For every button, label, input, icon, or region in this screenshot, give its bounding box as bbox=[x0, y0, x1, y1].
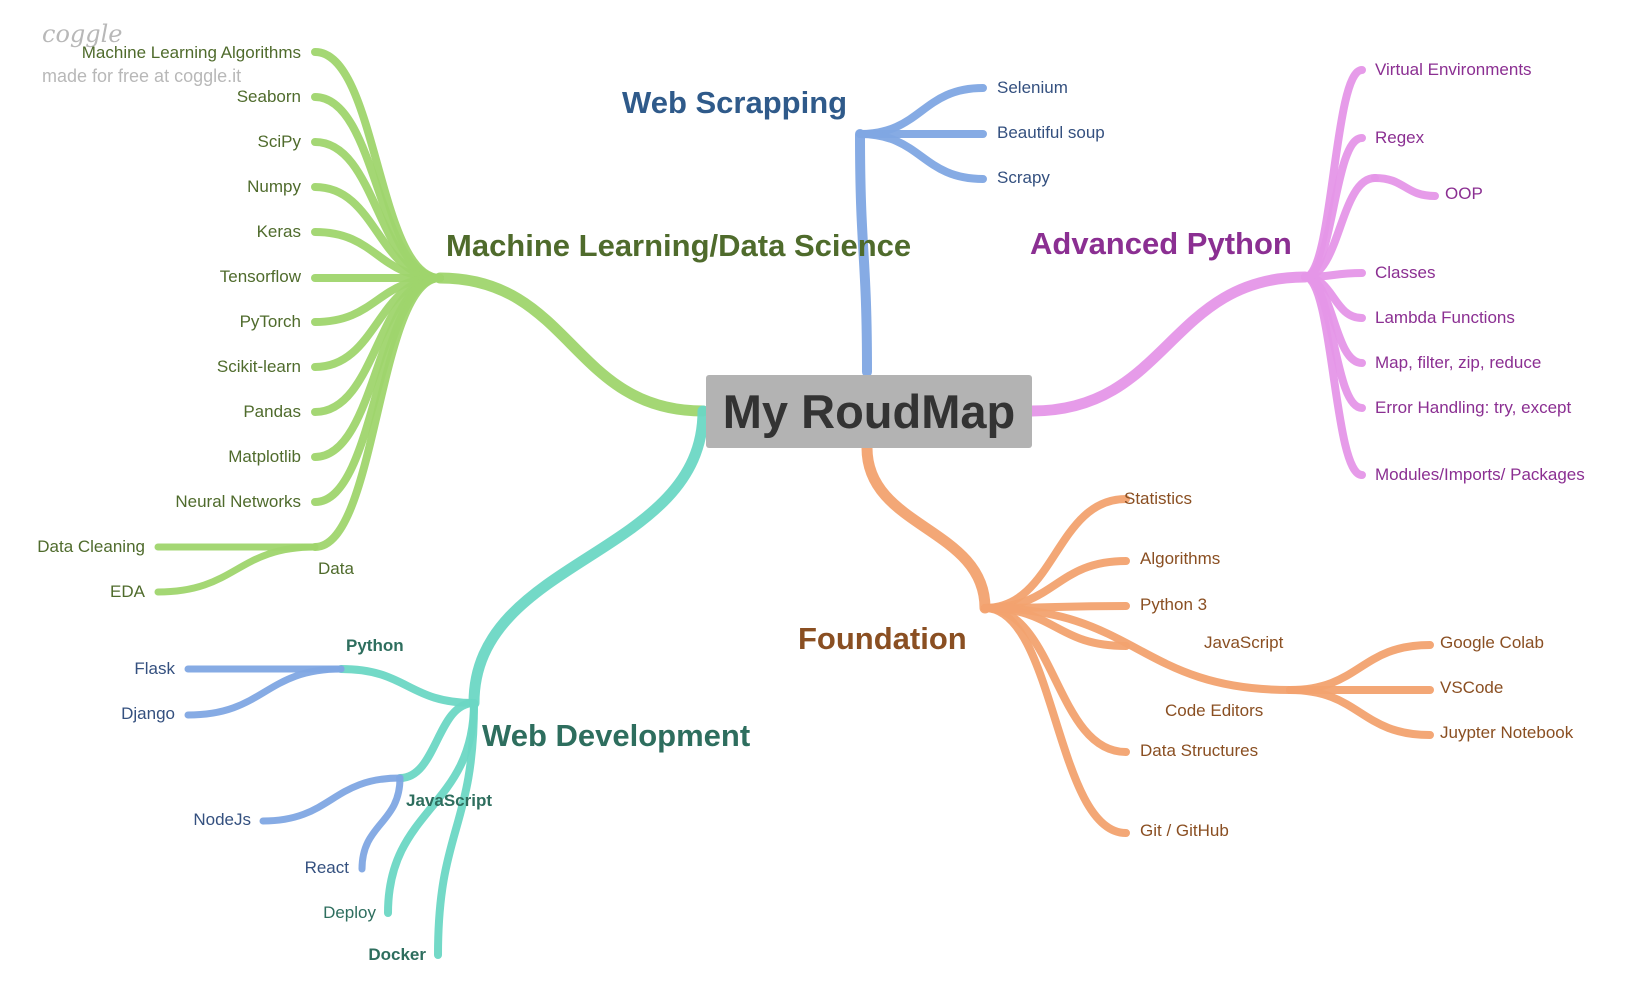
advanced-python-item[interactable]: Virtual Environments bbox=[1375, 60, 1532, 79]
advanced-python-item[interactable]: Classes bbox=[1375, 263, 1436, 282]
coggle-credit-text: made for free at coggle.it bbox=[42, 66, 242, 86]
web-dev-deploy-label[interactable]: Deploy bbox=[323, 903, 376, 922]
ml-item[interactable]: Keras bbox=[256, 222, 301, 241]
advanced-python-branch-title[interactable]: Advanced Python bbox=[1030, 226, 1292, 261]
web-dev-python-item[interactable]: Flask bbox=[134, 659, 175, 678]
web-dev-javascript-leaf-connector bbox=[259, 774, 404, 825]
ml-trunk-connector bbox=[434, 272, 709, 417]
web-scrapping-branch-title[interactable]: Web Scrapping bbox=[622, 85, 848, 120]
web-scrapping-leaf-connector bbox=[856, 84, 987, 138]
advanced-python-item[interactable]: Map, filter, zip, reduce bbox=[1375, 353, 1542, 372]
web-dev-docker-label[interactable]: Docker bbox=[368, 945, 426, 964]
foundation-item[interactable]: JavaScript bbox=[1204, 633, 1284, 652]
ml-item[interactable]: Pandas bbox=[243, 402, 301, 421]
coggle-logo: coggle bbox=[42, 20, 123, 48]
foundation-branch-title[interactable]: Foundation bbox=[798, 621, 967, 656]
code-editors-label[interactable]: Code Editors bbox=[1165, 701, 1264, 720]
web-dev-javascript-item[interactable]: NodeJs bbox=[193, 810, 251, 829]
foundation-item[interactable]: Data Structures bbox=[1140, 741, 1259, 760]
ml-branch-title[interactable]: Machine Learning/Data Science bbox=[446, 228, 912, 263]
advanced-leaf-connector bbox=[1301, 273, 1366, 479]
code-editor-item[interactable]: Google Colab bbox=[1440, 633, 1544, 652]
ml-item[interactable]: Neural Networks bbox=[175, 492, 301, 511]
ml-leaf-connector bbox=[311, 274, 444, 506]
web-dev-trunk-connector bbox=[468, 405, 709, 709]
foundation-leaf-connector bbox=[981, 604, 1130, 837]
web-scrapping-item[interactable]: Beautiful soup bbox=[997, 123, 1105, 142]
web-dev-python-label[interactable]: Python bbox=[346, 636, 404, 655]
web-dev-python-connector bbox=[337, 665, 478, 707]
ml-data-item[interactable]: Data Cleaning bbox=[37, 537, 145, 556]
web-scrapping-item[interactable]: Scrapy bbox=[997, 168, 1050, 187]
ml-data-leaf-connector bbox=[154, 543, 319, 596]
foundation-item[interactable]: Algorithms bbox=[1140, 549, 1221, 568]
web-dev-python-item[interactable]: Django bbox=[121, 704, 175, 723]
code-editor-leaf-connector bbox=[1286, 641, 1434, 694]
foundation-item[interactable]: Python 3 bbox=[1140, 595, 1208, 614]
code-editors-connector bbox=[981, 604, 1294, 694]
foundation-item[interactable]: Statistics bbox=[1124, 489, 1193, 508]
center-node[interactable]: My RoudMap bbox=[706, 375, 1032, 448]
web-scrapping-item[interactable]: Selenium bbox=[997, 78, 1068, 97]
advanced-oop-connector bbox=[1301, 174, 1379, 281]
center-node-label: My RoudMap bbox=[722, 385, 1016, 438]
foundation-item[interactable]: Git / GitHub bbox=[1140, 821, 1229, 840]
advanced-python-item[interactable]: Lambda Functions bbox=[1375, 308, 1515, 327]
web-dev-javascript-connector bbox=[396, 699, 478, 782]
code-editor-item[interactable]: VSCode bbox=[1440, 678, 1504, 697]
web-dev-javascript-leaf-connector bbox=[358, 774, 404, 873]
advanced-python-item[interactable]: Modules/Imports/ Packages bbox=[1375, 465, 1585, 484]
ml-item[interactable]: Scikit-learn bbox=[216, 357, 301, 376]
web-scrapping-leaf-connector bbox=[856, 130, 987, 183]
ml-item[interactable]: Machine Learning Algorithms bbox=[81, 43, 301, 62]
web-dev-python-leaf-connector bbox=[184, 665, 345, 719]
ml-item[interactable]: Matplotlib bbox=[228, 447, 301, 466]
advanced-python-item[interactable]: Regex bbox=[1375, 128, 1425, 147]
advanced-trunk-connector bbox=[1026, 271, 1311, 417]
advanced-oop-leaf-connector bbox=[1371, 174, 1439, 200]
ml-item[interactable]: Seaborn bbox=[236, 87, 301, 106]
ml-data-item[interactable]: EDA bbox=[110, 582, 145, 601]
code-editor-item[interactable]: Juypter Notebook bbox=[1440, 723, 1574, 742]
web-dev-javascript-label[interactable]: JavaScript bbox=[406, 791, 492, 810]
ml-item[interactable]: Tensorflow bbox=[219, 267, 301, 286]
ml-data-label[interactable]: Data bbox=[318, 559, 354, 578]
advanced-python-item[interactable]: Error Handling: try, except bbox=[1375, 398, 1572, 417]
web-scrapping-trunk-connector bbox=[855, 129, 872, 377]
code-editor-leaf-connector bbox=[1286, 686, 1434, 739]
foundation-trunk-connector bbox=[861, 442, 991, 614]
web-development-branch-title[interactable]: Web Development bbox=[482, 718, 751, 753]
web-dev-docker-connector bbox=[434, 699, 478, 959]
foundation-leaf-connector bbox=[981, 495, 1130, 612]
ml-item[interactable]: SciPy bbox=[257, 132, 301, 151]
web-dev-javascript-item[interactable]: React bbox=[304, 858, 349, 877]
ml-leaf-connector bbox=[311, 48, 444, 282]
advanced-python-item[interactable]: OOP bbox=[1445, 184, 1483, 203]
ml-item[interactable]: Numpy bbox=[247, 177, 301, 196]
ml-data-connector bbox=[311, 274, 444, 551]
ml-item[interactable]: PyTorch bbox=[239, 312, 301, 331]
